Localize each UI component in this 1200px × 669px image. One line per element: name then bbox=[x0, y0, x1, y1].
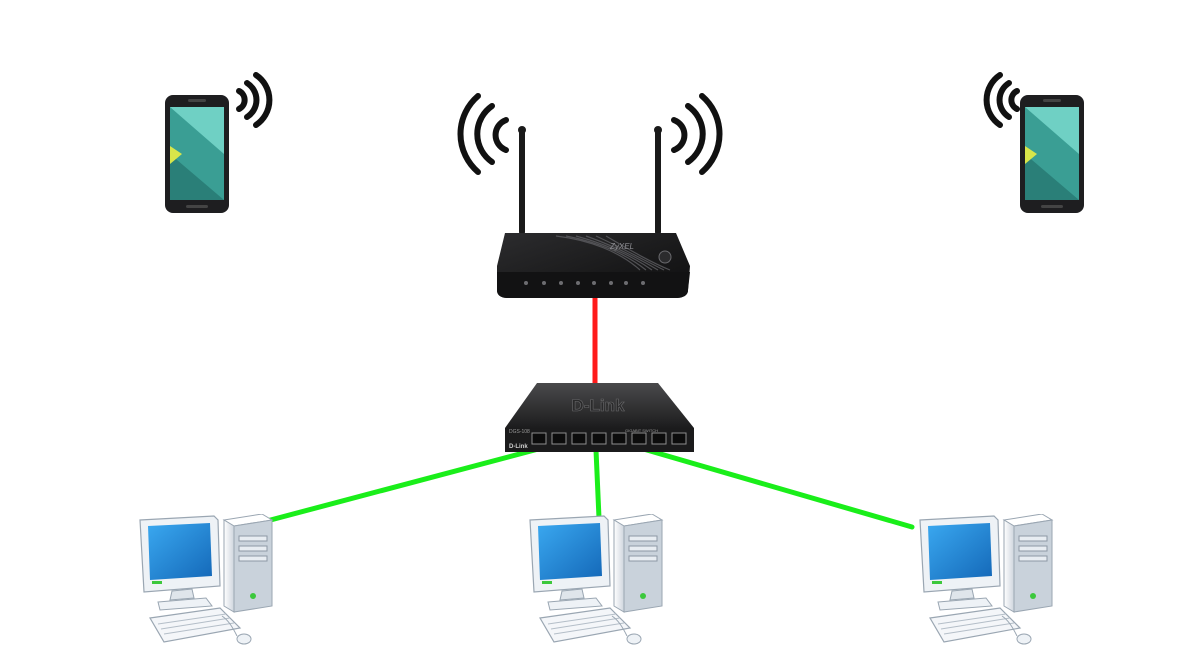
pc-center bbox=[529, 514, 663, 645]
router-antenna-left bbox=[519, 130, 525, 234]
phone-right bbox=[983, 72, 1084, 213]
pc-left bbox=[139, 514, 273, 645]
wifi-waves-icon bbox=[457, 93, 509, 175]
router: ZyXEL bbox=[457, 93, 723, 298]
router-status-leds bbox=[524, 281, 645, 285]
switch-ports bbox=[531, 432, 687, 445]
pc-right bbox=[919, 514, 1053, 645]
wifi-waves-icon bbox=[236, 72, 273, 128]
switch-brand-logo: D-Link bbox=[572, 396, 625, 415]
switch-subtitle-label: GIGABIT SWITCH bbox=[625, 428, 658, 433]
router-antenna-right bbox=[655, 130, 661, 234]
phone-left bbox=[165, 72, 273, 213]
wifi-waves-icon bbox=[983, 72, 1020, 128]
switch-badge-label: D-Link bbox=[509, 444, 528, 450]
lan-cable-right bbox=[637, 445, 915, 530]
lan-cable-left bbox=[260, 444, 549, 525]
switch-model-label: DGS-108 bbox=[509, 429, 530, 435]
wifi-waves-icon bbox=[671, 93, 723, 175]
router-brand-logo: ZyXEL bbox=[609, 242, 634, 251]
network-switch: D-Link DGS-108 GIGABIT SWITCH D-Link bbox=[505, 383, 694, 452]
lan-cable-center bbox=[593, 447, 602, 521]
